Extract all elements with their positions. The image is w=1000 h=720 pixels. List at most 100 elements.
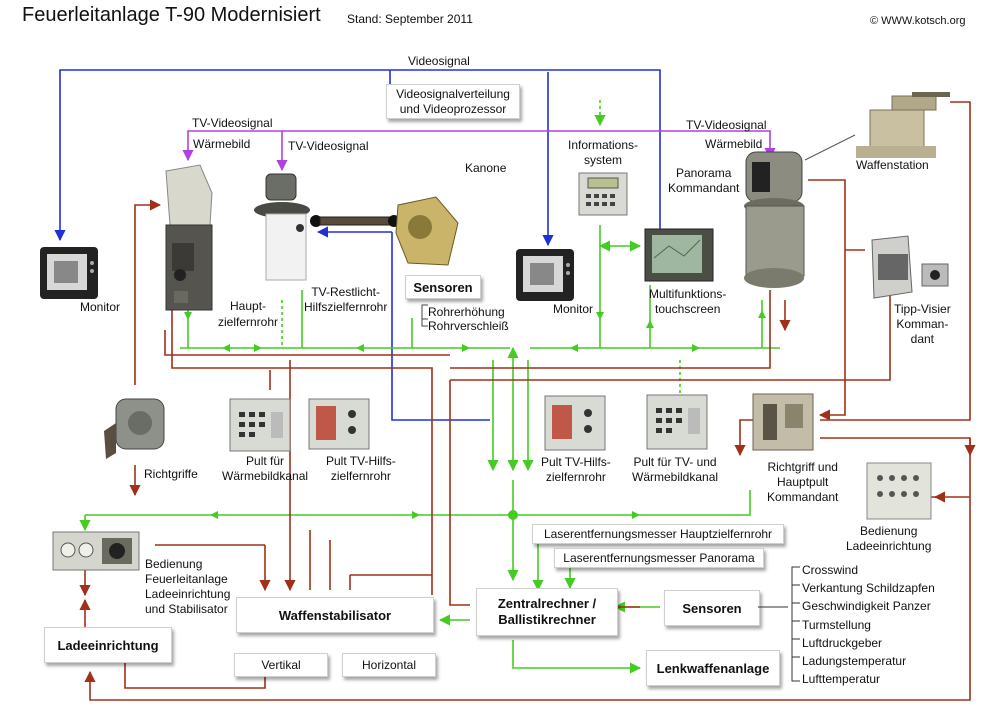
- label-videosignal: Videosignal: [408, 54, 470, 68]
- data-bus-arrows: [184, 310, 766, 519]
- copyright: © WWW.kotsch.org: [870, 15, 966, 27]
- tipp-visier: [868, 232, 954, 302]
- touchscreen-label-2: touchscreen: [655, 302, 721, 316]
- sensor-item: Turmstellung: [802, 617, 871, 632]
- touchscreen-label-1: Multifunktions-: [649, 287, 727, 301]
- laser-main-box: Laserentfernungsmesser Hauptzielfernrohr: [532, 524, 784, 544]
- tipp-visier-label: Tipp-Visier Komman- dant: [894, 302, 951, 347]
- commander-panel-label-2: Hauptpult: [777, 475, 829, 489]
- panel-tv-aux-left: [308, 398, 370, 450]
- aiming-handles: [100, 393, 178, 465]
- fcs-control: [52, 528, 142, 572]
- commander-panel-label-1: Richtgriff und: [767, 460, 838, 474]
- panel-tv-aux-left-label-1: Pult TV-Hilfs-: [326, 454, 396, 468]
- panel-tv-aux-right-label: Pult TV-Hilfs- zielfernrohr: [541, 455, 611, 485]
- weapon-station-pointer: [804, 134, 856, 161]
- label-waermebild-right: Wärmebild: [705, 137, 763, 151]
- panel-tv-thermal-label-1: Pult für TV- und: [633, 455, 717, 469]
- night-sight-label: TV-Restlicht- Hilfszielfernrohr: [304, 285, 387, 315]
- panel-thermal-icon: [229, 398, 291, 452]
- main-sight-label-1: Haupt-: [230, 299, 267, 313]
- page-title: Feuerleitanlage T-90 Modernisiert: [22, 4, 321, 26]
- main-sight-label: Haupt- zielfernrohr: [218, 298, 278, 330]
- laser-panorama-box: Laserentfernungsmesser Panorama: [554, 548, 764, 568]
- touchscreen-label: Multifunktions- touchscreen: [649, 287, 726, 317]
- monitor-left-icon: [40, 247, 98, 299]
- panel-tv-aux-right-label-1: Pult TV-Hilfs-: [541, 455, 611, 469]
- sensor-list-bracket: [758, 566, 800, 682]
- gun-icon: [310, 196, 459, 266]
- loader-box: Ladeeinrichtung: [44, 627, 172, 663]
- loader-control-label-2: Ladeeinrichtung: [846, 539, 932, 553]
- monitor-right-icon: [516, 249, 574, 301]
- fcs-control-label-3: Ladeeinrichtung: [145, 587, 231, 601]
- horizontal-box: Horizontal: [342, 653, 436, 677]
- panel-tv-aux-right-icon: [544, 395, 606, 451]
- ballistic-computer-line1: Zentralrechner /: [497, 596, 597, 611]
- monitor-right-label: Monitor: [553, 302, 594, 316]
- tipp-visier-icon: [871, 235, 949, 299]
- panel-thermal-label-1: Pult für: [246, 454, 285, 468]
- tipp-visier-label-2: Komman-: [896, 317, 949, 331]
- video-distribution-line2: und Videoprozessor: [399, 101, 507, 116]
- monitor-right: [514, 245, 578, 305]
- loader-control-icon: [866, 462, 932, 520]
- revision-date: Stand: September 2011: [347, 12, 473, 26]
- fcs-control-label-2: Feuerleitanlage: [145, 572, 228, 586]
- panorama-label-1: Panorama: [676, 166, 732, 180]
- weapon-station: [852, 88, 952, 160]
- panel-tv-thermal-label: Pult für TV- und Wärmebildkanal: [632, 455, 718, 485]
- sensor-item: Luftdruckgeber: [802, 635, 883, 650]
- bus-junction: [508, 510, 518, 520]
- panorama-sight-icon: [744, 151, 805, 288]
- gun-sensors-box: Sensoren: [405, 275, 481, 299]
- commander-panel-label: Richtgriff und Hauptpult Kommandant: [767, 460, 838, 505]
- main-sight-label-2: zielfernrohr: [218, 315, 279, 329]
- aiming-handles-label: Richtgriffe: [144, 467, 198, 481]
- label-tv-videosignal-left: TV-Videosignal: [192, 116, 273, 130]
- sensor-item: Geschwindigkeit Panzer: [802, 599, 931, 614]
- touchscreen-icon: [644, 228, 714, 282]
- stabilizer-box: Waffenstabilisator: [236, 597, 434, 633]
- sensor-item: Lufttemperatur: [802, 672, 881, 687]
- panel-tv-thermal-icon: [646, 394, 708, 450]
- panel-thermal-label: Pult für Wärmebildkanal: [222, 454, 308, 484]
- fcs-control-label: Bedienung Feuerleitanlage Ladeeinrichtun…: [145, 557, 230, 617]
- ballistic-computer-line2: Ballistikrechner: [498, 612, 596, 627]
- sensors-box: Sensoren: [664, 590, 760, 626]
- gun-sensor-brackets: [421, 304, 428, 327]
- missile-system-box: Lenkwaffenanlage: [646, 650, 780, 686]
- monitor-left: [38, 243, 102, 303]
- commander-panel-label-3: Kommandant: [767, 490, 839, 504]
- video-distribution-line1: Videosignalverteilung: [396, 86, 510, 101]
- loader-control: [866, 462, 932, 520]
- touchscreen: [644, 228, 714, 282]
- panel-tv-aux-right-label-2: zielfernrohr: [545, 470, 606, 484]
- fcs-control-icon: [52, 531, 140, 571]
- night-sight-label-2: Hilfszielfernrohr: [304, 300, 388, 314]
- info-system: [578, 172, 628, 216]
- loader-control-label: Bedienung Ladeeinrichtung: [846, 524, 931, 554]
- loader-control-label-1: Bedienung: [860, 524, 918, 538]
- aiming-handles-icon: [104, 398, 165, 459]
- panorama-sight: [740, 150, 808, 292]
- night-sight-label-1: TV-Restlicht-: [311, 285, 381, 299]
- info-system-label-1: Informations-: [568, 138, 639, 152]
- monitor-left-label: Monitor: [80, 300, 121, 314]
- label-waermebild-left: Wärmebild: [193, 137, 251, 151]
- panorama-label-2: Kommandant: [668, 181, 740, 195]
- info-system-label-2: system: [584, 153, 623, 167]
- gun-label: Kanone: [465, 161, 507, 175]
- main-sight-icon: [165, 164, 213, 311]
- panel-thermal: [229, 398, 291, 452]
- fcs-control-label-1: Bedienung: [145, 557, 203, 571]
- ballistic-computer-box: Zentralrechner / Ballistikrechner: [476, 588, 618, 636]
- tipp-visier-label-3: dant: [910, 332, 935, 346]
- gun-elevation-label: Rohrerhöhung: [428, 305, 505, 319]
- info-system-icon: [578, 172, 628, 216]
- sensor-list: Crosswind Verkantung Schildzapfen Geschw…: [802, 561, 935, 688]
- commander-panel-icon: [752, 393, 814, 451]
- panel-tv-aux-left-label: Pult TV-Hilfs- zielfernrohr: [326, 454, 396, 484]
- thermal-video-lines: [182, 130, 776, 172]
- night-sight: [252, 170, 318, 282]
